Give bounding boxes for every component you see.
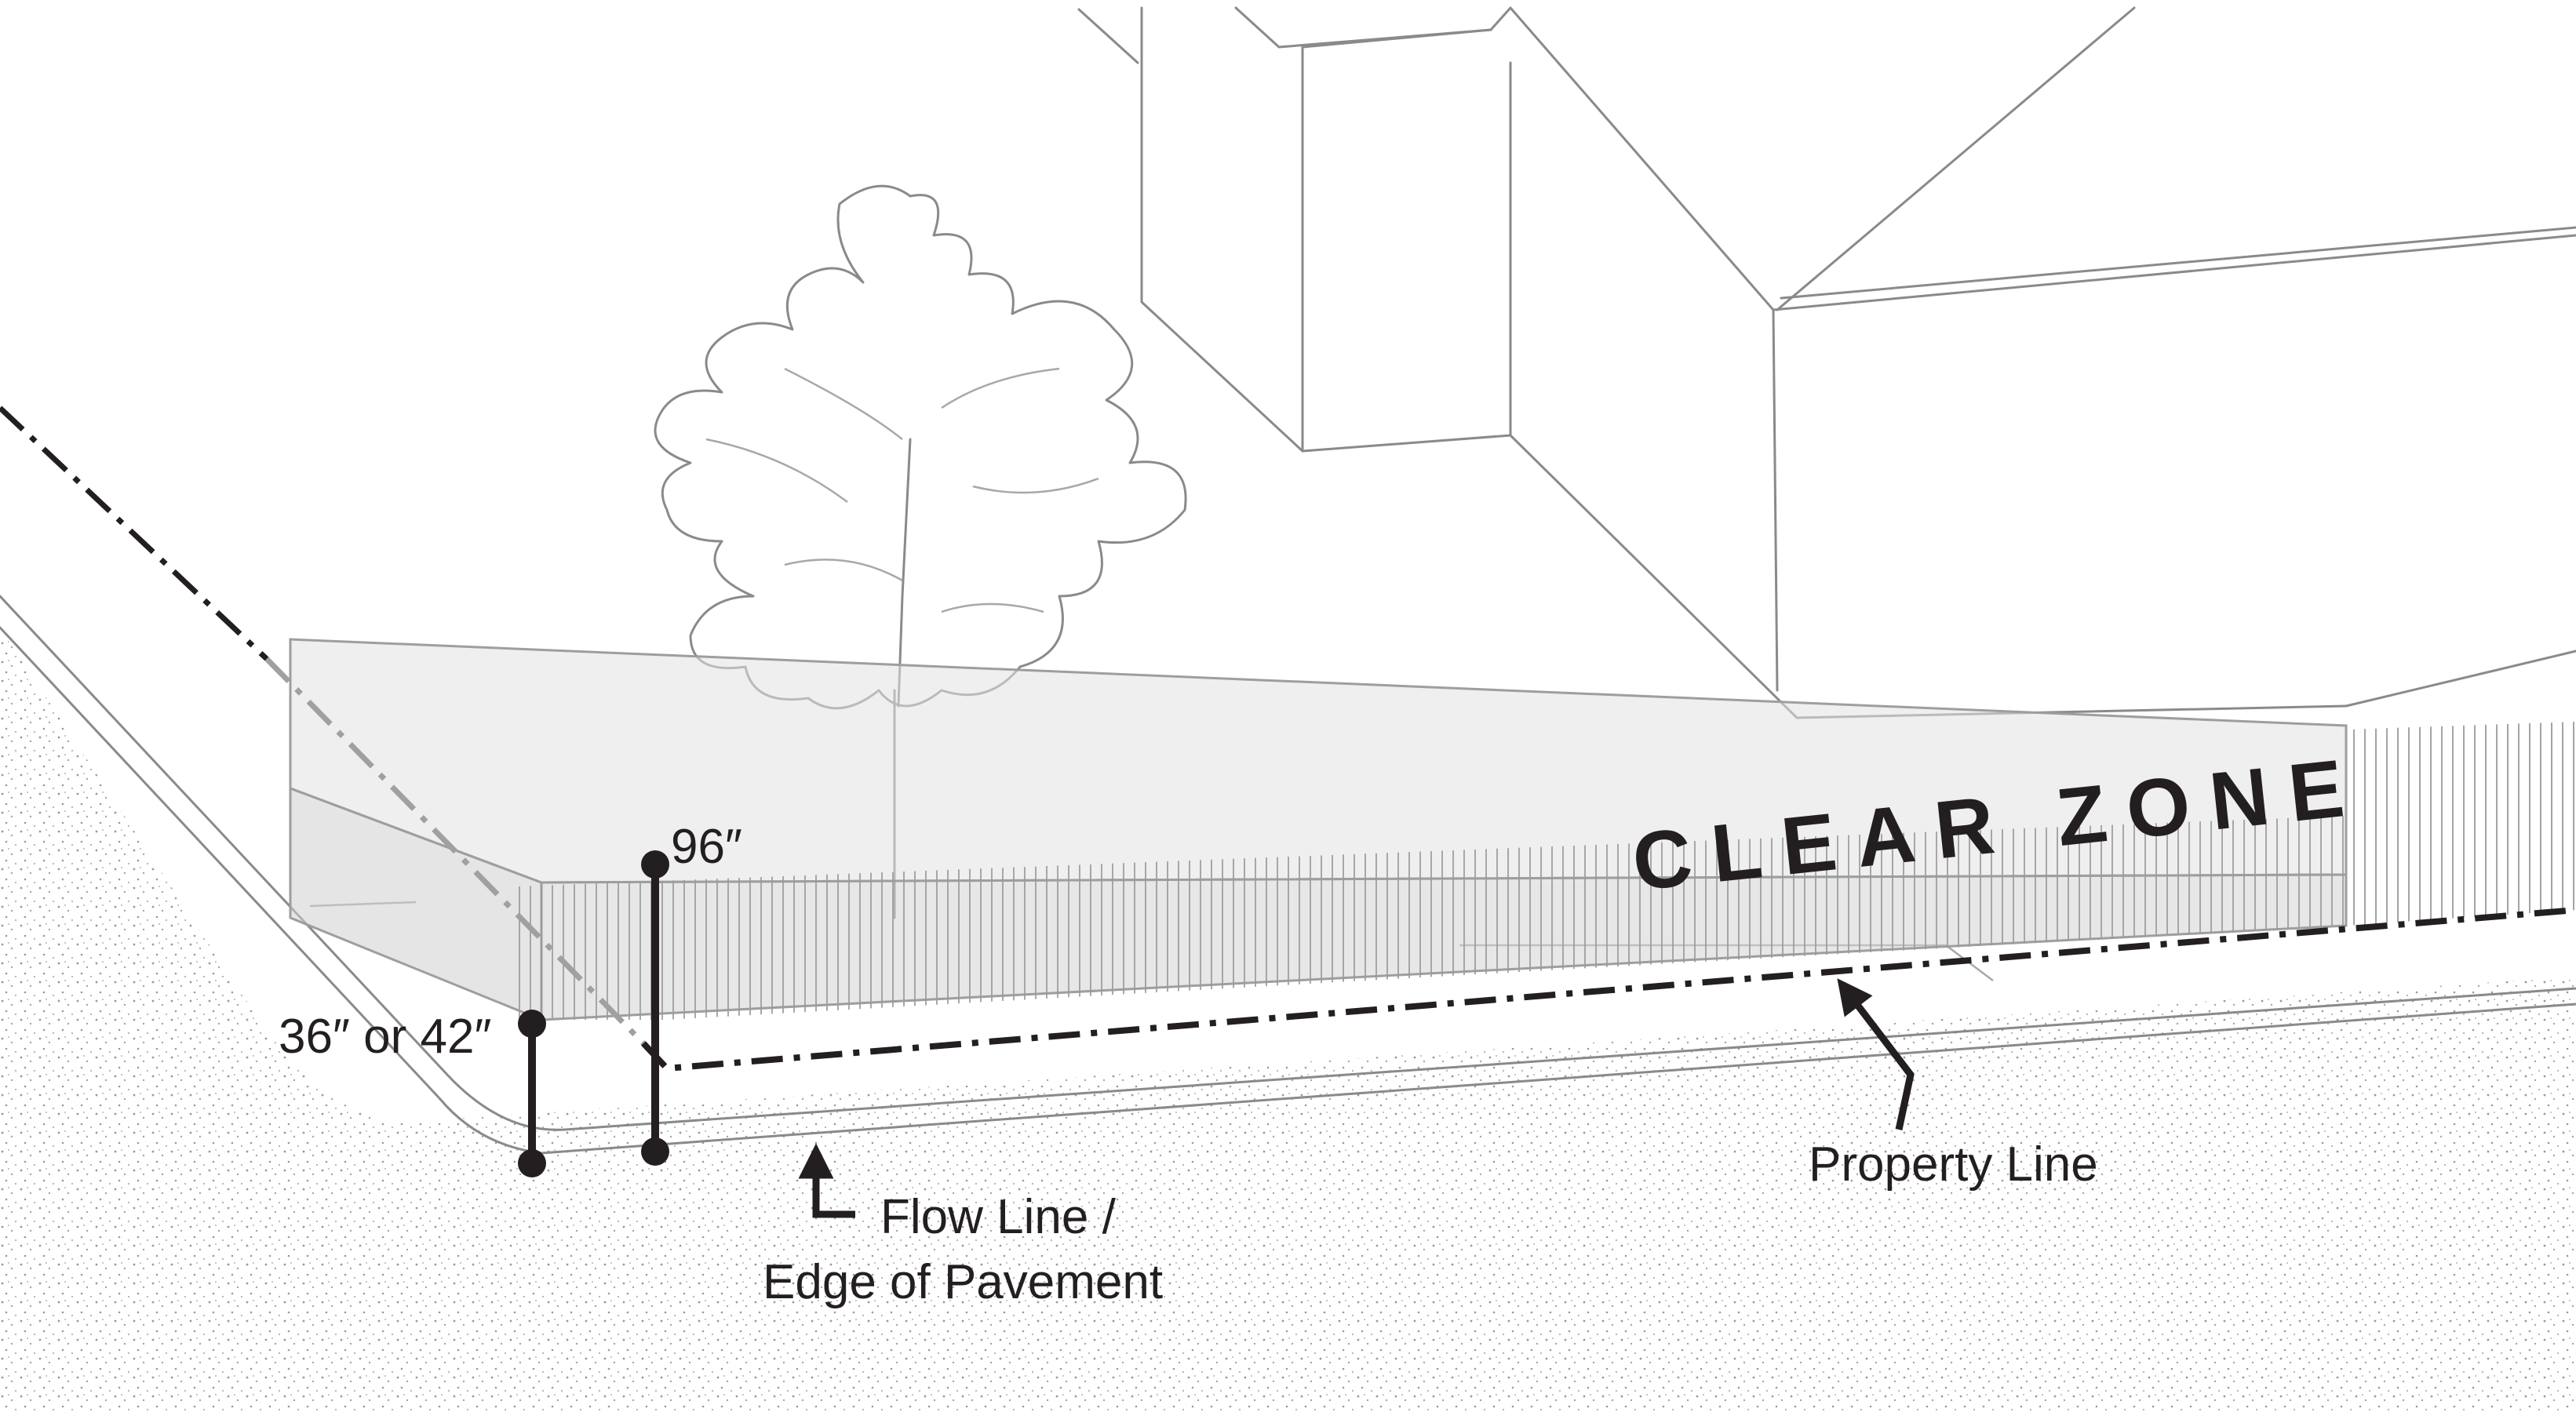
flow-line-label: Flow Line / <box>880 1190 1117 1244</box>
dimension-96 <box>641 850 669 1166</box>
property-line-label: Property Line <box>1809 1137 2098 1192</box>
height-36-42-label: 36″ or 42″ <box>279 1010 491 1064</box>
edge-of-pavement-label: Edge of Pavement <box>763 1255 1163 1309</box>
dimension-dot-top-icon <box>641 850 669 879</box>
flow-line-arrow-icon <box>798 1143 855 1218</box>
building-sketch <box>1077 6 2576 719</box>
dimension-36-42 <box>518 1010 546 1177</box>
clear-zone-box <box>289 638 2576 1022</box>
height-96-label: 96″ <box>671 820 742 874</box>
pavement <box>0 628 2576 1412</box>
dimension-dot-bottom-icon <box>641 1137 669 1166</box>
property-line-arrow-icon <box>1837 978 1915 1130</box>
dimension-dot-bottom-icon <box>518 1149 546 1177</box>
dimension-dot-top-icon <box>518 1010 546 1038</box>
